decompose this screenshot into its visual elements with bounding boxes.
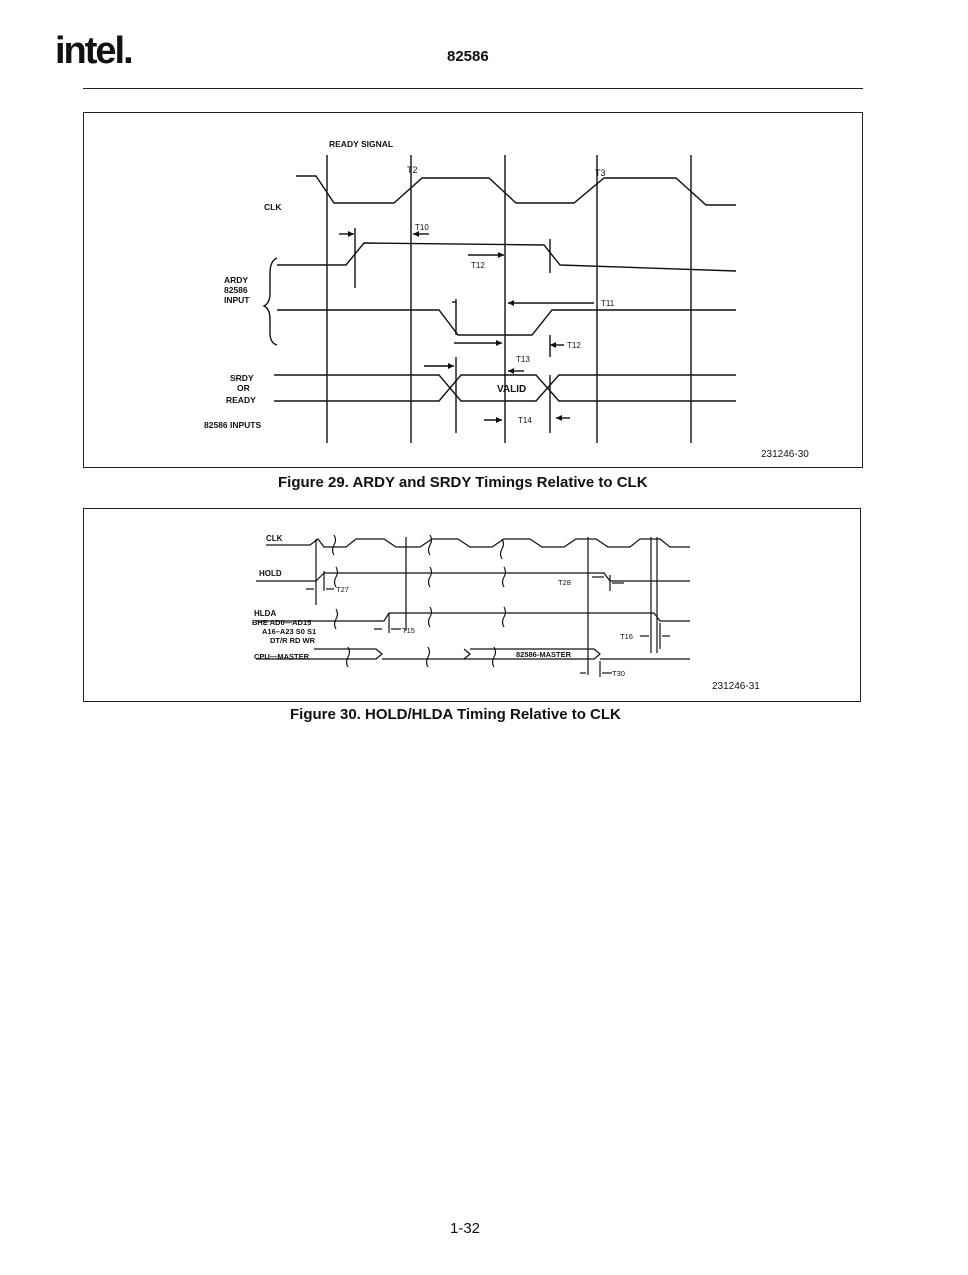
clk-label: CLK	[264, 202, 282, 212]
t28-label: T28	[558, 578, 571, 587]
srdy-waveform-lower	[274, 374, 736, 402]
figure-29-caption: Figure 29. ARDY and SRDY Timings Relativ…	[278, 474, 648, 491]
t14-arrowhead-left	[496, 417, 502, 423]
ardy-label: ARDY	[224, 275, 248, 285]
t15-label: T15	[402, 626, 415, 635]
break-2	[427, 534, 433, 556]
figure-29-diagram: READY SIGNAL CLK ARDY 82586 INPUT SRDY O…	[204, 139, 809, 460]
t10-arrowhead-right	[413, 231, 419, 237]
break-5	[427, 566, 433, 588]
break-3	[499, 538, 505, 560]
master-bus-waveform	[464, 648, 601, 660]
ardy-waveform-lower	[277, 309, 736, 336]
break-10	[345, 646, 351, 668]
break-8	[427, 606, 433, 628]
valid-label: VALID	[497, 384, 526, 395]
clk30-waveform	[266, 538, 690, 548]
inputs-label: 82586 INPUTS	[204, 420, 261, 430]
srdy-waveform-upper	[274, 374, 736, 402]
t2-label: T2	[407, 165, 418, 175]
t10-arrowhead-left	[348, 231, 354, 237]
t30-label: T30	[612, 669, 625, 678]
t10-label: T10	[415, 223, 429, 232]
bus-label-1: BHE AD0—AD15	[252, 618, 311, 627]
break-12	[491, 646, 497, 668]
break-1	[331, 534, 337, 556]
ardy-waveform-upper	[277, 242, 737, 272]
break-4	[333, 566, 339, 588]
page-number: 1-32	[450, 1220, 481, 1237]
break-7	[333, 608, 339, 630]
t13-arrowhead-right	[508, 368, 514, 374]
hlda-label: HLDA	[254, 609, 276, 618]
t16-label: T16	[620, 632, 633, 641]
srdy-label: SRDY	[230, 373, 254, 383]
figure-30-ref: 231246-31	[712, 681, 760, 692]
t13-label: T13	[516, 355, 530, 364]
t14-label: T14	[518, 416, 532, 425]
clk30-label: CLK	[266, 534, 283, 543]
t3-label: T3	[595, 168, 606, 178]
t12-top-label: T12	[471, 261, 485, 270]
ready-signal-label: READY SIGNAL	[329, 139, 393, 149]
hlda-waveform	[256, 612, 690, 622]
bus-waveform	[256, 648, 383, 660]
srdy-ready-label: READY	[226, 395, 256, 405]
ardy-82586-label: 82586	[224, 285, 248, 295]
t14-arrowhead-right	[556, 415, 562, 421]
master-82586-label: 82586-MASTER	[516, 650, 572, 659]
figure-29-ref: 231246-30	[761, 449, 809, 460]
break-11	[425, 646, 431, 668]
t11-label: T11	[601, 299, 615, 308]
bus-label-3: DT/R RD WR	[270, 636, 316, 645]
bus-label-2: A16–A23 S0 S1	[262, 627, 316, 636]
t12-bottom-label: T12	[567, 341, 581, 350]
bus-waveform-mid	[382, 648, 471, 660]
cpu-master-label: CPU—MASTER	[254, 652, 310, 661]
t11-arrowhead	[508, 300, 514, 306]
t12-arrowhead-top	[498, 252, 504, 258]
header-rule	[83, 88, 863, 89]
break-6	[501, 566, 507, 588]
ardy-brace	[262, 257, 278, 346]
t13-arrowhead-left	[448, 363, 454, 369]
t12-arrowhead-bottom	[496, 340, 502, 346]
srdy-or-label: OR	[237, 383, 250, 393]
hold-waveform	[256, 572, 690, 582]
t27-label: T27	[336, 585, 349, 594]
intel-logo: intel.	[55, 30, 134, 72]
clk-waveform	[296, 175, 736, 206]
break-9	[501, 606, 507, 628]
ardy-input-label: INPUT	[224, 295, 250, 305]
hold-label: HOLD	[259, 569, 282, 578]
part-number: 82586	[447, 48, 489, 65]
figure-29-frame: READY SIGNAL CLK ARDY 82586 INPUT SRDY O…	[83, 112, 863, 468]
figure-30-caption: Figure 30. HOLD/HLDA Timing Relative to …	[290, 706, 621, 723]
figure-30-diagram: CLK HOLD HLDA BHE AD0—AD15 A16–A23 S0 S1…	[252, 534, 760, 692]
t12-arrowhead-bottom-right	[550, 342, 556, 348]
figure-30-frame: CLK HOLD HLDA BHE AD0—AD15 A16–A23 S0 S1…	[83, 508, 861, 702]
